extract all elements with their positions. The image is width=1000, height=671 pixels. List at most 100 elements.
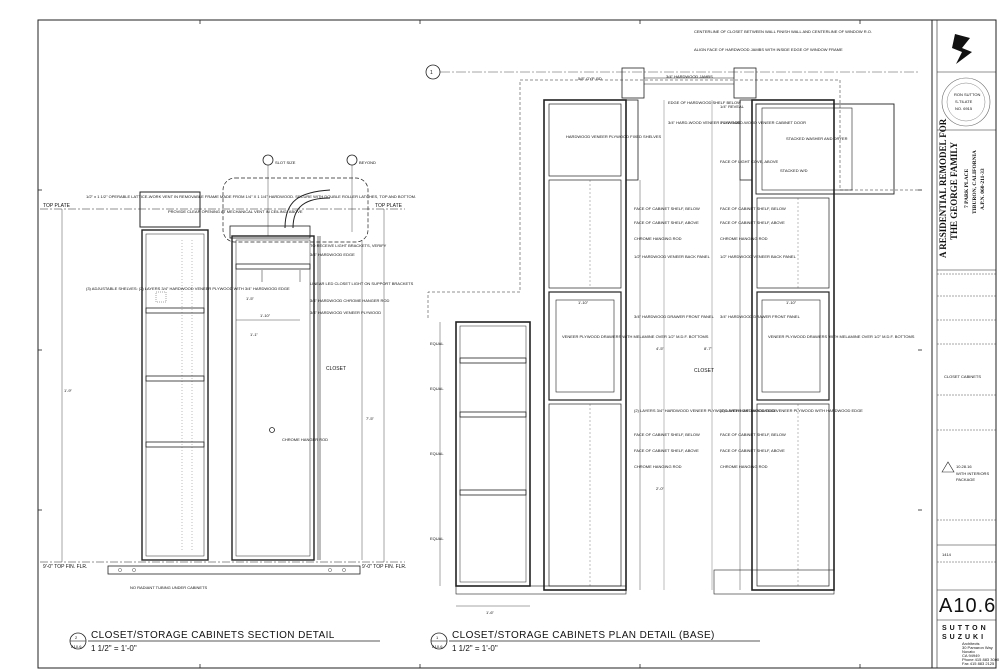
shelves-note: (3) ADJUSTABLE SHELVES: (2) LAYERS 3/4" … [86,286,290,291]
hanger-rod-note: 3/4" HARDWOOD CHROME HANGER ROD [310,298,390,303]
firm-detail-2: Novato [962,649,975,654]
shelf-above-right-note: FACE OF CABINET SHELF, ABOVE [720,220,785,225]
vent-opening-note: PROVIDE CLEAR OPENING AT MECHANICAL VENT… [168,209,303,214]
fixed-shelves-note: HARDWOOD VENEER PLYWOOD FIXED SHELVES [566,134,662,139]
plan-dim-equal-3: EQUAL [430,451,444,456]
revision-date: 10.28.16 [956,464,972,469]
border-ticks [38,20,922,668]
closet-label: CLOSET [326,366,346,372]
vent-note-text: 1/2" x 1 1/2" OPERABLE LATTICE-WORK VENT… [86,194,416,199]
firm-detail-1: 30 Pamaron Way [962,645,993,650]
sheet-number: A10.6 [939,595,996,617]
shelf-above-right-2-note: FACE OF CABINET SHELF, ABOVE [720,448,785,453]
align-jambs-note: ALIGN FACE OF HARDWOOD JAMBS WITH INSIDE… [694,47,843,52]
top-plate-label-left: TOP PLATE [43,203,71,209]
project-address1: 7 PARK PLACE [964,168,970,208]
stamp-name: RON SUTTON [954,92,980,97]
detail-1-scale: 1 1/2" = 1'-0" [452,644,498,653]
hanging-rod-right-2-note: CHROME HANGING ROD [720,464,768,469]
section-detail-drawing [40,154,405,575]
project-apn: A.P.N. 060-211-33 [980,168,986,210]
firm-name-line2: SUZUKI [942,634,986,641]
plan-closet-label: CLOSET [694,368,714,374]
firm-detail-4: Phone 415 883 3000 [962,657,1000,662]
sheet-title: CLOSET CABINETS [944,374,981,379]
revision-triangle-icon [941,461,955,473]
plan-dim-4-5: 4'-5" [656,346,665,351]
firm-logo-icon [952,34,972,64]
hanging-rod-left-note: CHROME HANGING ROD [634,236,682,241]
shelf-below-left-note: FACE OF CABINET SHELF, BELOW [634,206,700,211]
washer-dryer-note: STACKED WASHER AND DRYER [786,136,848,141]
detail-2-number: 2 [75,635,78,640]
drawer-front-right-note: 3/4" HARDWOOD DRAWER FRONT PANEL [720,314,801,319]
dim-1-9: 1'-9" [64,388,73,393]
section-detail-labels: TOP PLATE TOP PLATE 9'-0" TOP FIN. FLR. … [43,160,416,590]
firm-detail-3: CA 94949 [962,653,980,658]
slot-size-label: SLOT SIZE [275,160,296,165]
detail-1-title: CLOSET/STORAGE CABINETS PLAN DETAIL (BAS… [452,630,715,641]
reveal-note: 1/4" REVEAL [720,104,745,109]
hanging-rod-left-2-note: CHROME HANGING ROD [634,464,682,469]
drawers-right-note: VENEER PLYWOOD DRAWERS WITH MELAMINE OVE… [768,334,915,339]
drawers-left-note: VENEER PLYWOOD DRAWERS WITH MELAMINE OVE… [562,334,709,339]
back-panel-left-note: 1/2" HARDWOOD VENEER BACK PANEL [634,254,711,259]
radiant-tubing-note: NO RADIANT TUBING UNDER CABINETS [130,585,208,590]
top-plate-label-right: TOP PLATE [375,203,403,209]
shelf-edge-note: EDGE OF HARDWOOD SHELF BELOW [668,100,741,105]
plan-detail-drawing [425,64,920,607]
cabinet-door-note: 1 1/4" HARD-WOOD VENEER CABINET DOOR [720,120,806,125]
plan-detail-title: 1 A10.6 CLOSET/STORAGE CABINETS PLAN DET… [430,630,760,653]
led-light-note: LINEAR LED CLOSET LIGHT ON SUPPORT BRACK… [310,281,414,286]
centerline-note: CENTERLINE OF CLOSET BETWEEN WALL FINISH… [694,29,872,34]
section-detail-title: 2 A10.6 CLOSET/STORAGE CABINETS SECTION … [69,630,380,653]
project-address2: TIBURON, CALIFORNIA [972,150,978,214]
hardwood-jambs-note: 3/4" HARDWOOD JAMBS [666,74,713,79]
stacked-wd-note: STACKED W/D [780,168,808,173]
stamp-number: NO. 6915 [955,106,973,111]
detail-2-scale: 1 1/2" = 1'-0" [91,644,137,653]
revision-note1: WITH INTERIORS [956,471,989,476]
grid-bubble-label: 1 [430,70,433,76]
firm-name-line1: SUTTON [942,625,989,632]
chrome-rod-note: CHROME HANGER ROD [282,437,328,442]
plan-detail-labels: 1 CENTERLINE OF CLOSET BETWEEN WALL FINI… [430,29,915,615]
shelf-below-left-2-note: FACE OF CABINET SHELF, BELOW [634,432,700,437]
back-panel-right-note: 1/2" HARDWOOD VENEER BACK PANEL [720,254,797,259]
beyond-label: BEYOND [359,160,376,165]
job-number: 1414 [942,552,952,557]
veneer-plywood-note: 3/4" HARDWOOD VENEER PLYWOOD [310,310,381,315]
floor-label-left: 9'-0" TOP FIN. FLR. [43,564,87,570]
gyp-board-note: 5/8" GYP. BD. [578,76,603,81]
detail-2-sheet: A10.6 [71,644,82,649]
detail-1-number: 1 [436,635,439,640]
shelf-below-right-2-note: FACE OF CABINET SHELF, BELOW [720,432,786,437]
plan-dim-equal-2: EQUAL [430,386,444,391]
architect-stamp: RON SUTTON S-TILATE NO. 6915 [941,77,991,127]
light-brackets-note: TO RECEIVE LIGHT BRACKETS, VERIFY [310,243,387,248]
hardwood-edge-note: 3/4" HARDWOOD EDGE [310,252,355,257]
project-title-line1: A RESIDENTIAL REMODEL FOR [938,118,948,258]
detail-1-sheet: A10.6 [432,644,443,649]
veneer-plywood-top-note: 3/4" HARD-WOOD VENEER PLYWOOD [668,120,741,125]
light-cove-note: FACE OF LIGHT COVE, ABOVE [720,159,778,164]
plan-dim-1-10-right: 1'-10" [786,300,797,305]
firm-detail-0: Architects [962,641,980,646]
hanging-rod-right-note: CHROME HANGING ROD [720,236,768,241]
shelf-above-left-2-note: FACE OF CABINET SHELF, ABOVE [634,448,699,453]
drawer-front-left-note: 3/4" HARDWOOD DRAWER FRONT PANEL [634,314,715,319]
revision-note2: PACKAGE [956,477,975,482]
firm-detail-5: Fax 415 883 2125 [962,661,995,666]
detail-2-title: CLOSET/STORAGE CABINETS SECTION DETAIL [91,630,335,641]
dim-1-1: 1'-1" [250,332,259,337]
shelf-above-left-note: FACE OF CABINET SHELF, ABOVE [634,220,699,225]
layers-left-note: (2) LAYERS 3/4" HARDWOOD VENEER PLYWOOD … [634,408,777,413]
plan-dim-equal-4: EQUAL [430,536,444,541]
layers-right-note: (2) LAYERS 3/4" HARDWOOD VENEER PLYWOOD … [720,408,863,413]
shelf-below-right-note: FACE OF CABINET SHELF, BELOW [720,206,786,211]
plan-dim-8-7: 8'-7" [704,346,713,351]
dim-7-5: 7'-5" [366,416,375,421]
plan-dim-1-10-left: 1'-10" [578,300,589,305]
dim-1-10: 1'-10" [260,313,271,318]
